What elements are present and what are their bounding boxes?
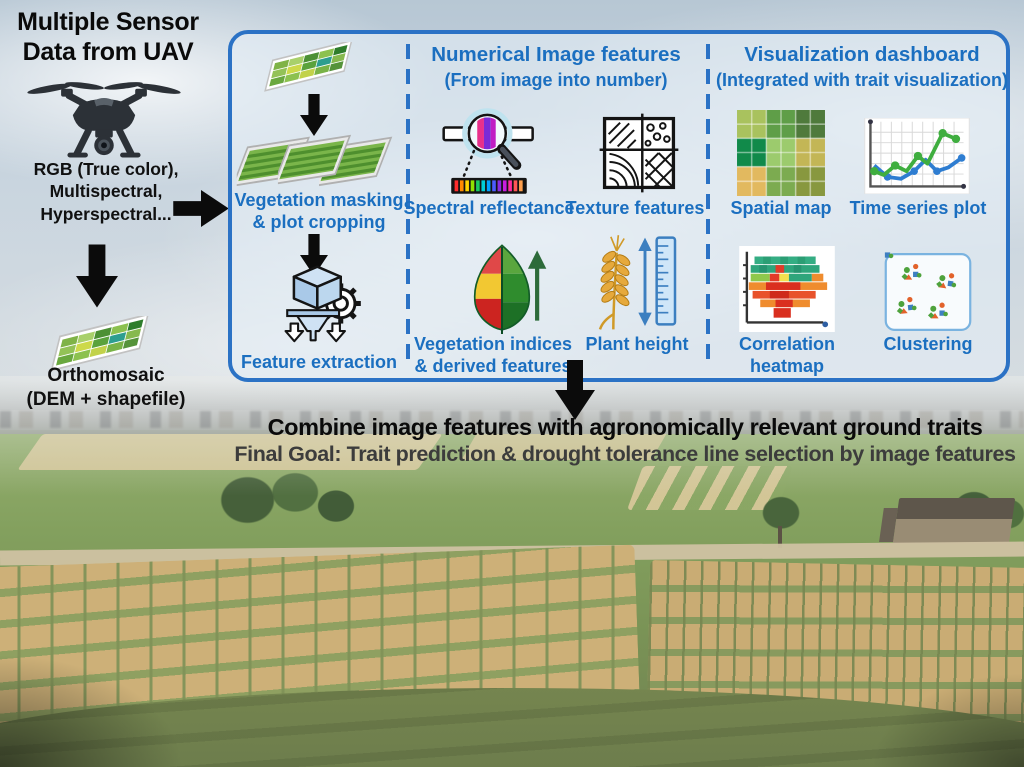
tree-middle: [742, 488, 820, 550]
arrow-down-icon: [552, 360, 598, 420]
time-series-plot-label: Time series plot: [849, 198, 987, 218]
numerical-features-subtitle: (From image into number): [444, 70, 668, 90]
clustering-label: Clustering: [883, 334, 973, 354]
correlation-heatmap-label: Correlation heatmap: [738, 334, 835, 376]
vegetation-masking-label: Vegetation masking & plot cropping: [234, 190, 404, 232]
column-divider: [706, 44, 710, 368]
vegetation-indices-label: Vegetation indices & derived features: [413, 334, 573, 376]
feature-extraction-icon: [262, 260, 376, 352]
sensor-types-label: RGB (True color), Multispectral, Hypersp…: [33, 159, 179, 224]
arrow-down-icon: [76, 240, 118, 312]
trees-left: [200, 462, 370, 538]
visualization-dashboard-subtitle: (Integrated with trait visualization): [715, 70, 1009, 90]
pipeline-box: Vegetation masking & plot cropping Featu…: [228, 30, 1010, 382]
final-goal-statement: Final Goal: Trait prediction & drought t…: [234, 442, 1016, 466]
spatial-map-icon: [737, 110, 825, 196]
column-divider: [406, 44, 410, 368]
orthomosaic-label: Orthomosaic (DEM + shapefile): [26, 365, 186, 411]
plot-tiles-icon: [236, 134, 404, 192]
figure-title: Multiple Sensor Data from UAV: [17, 8, 199, 66]
vegetation-indices-icon: [456, 240, 548, 336]
visualization-dashboard-title: Visualization dashboard: [744, 43, 980, 66]
spectral-reflectance-label: Spectral reflectance: [403, 198, 575, 218]
plant-height-icon: [580, 226, 680, 336]
arrow-down-icon: [298, 94, 330, 136]
time-series-plot-icon: [864, 118, 970, 194]
texture-features-label: Texture features: [565, 198, 705, 218]
feature-extraction-label: Feature extraction: [240, 352, 398, 372]
clustering-icon: [884, 252, 972, 332]
numerical-features-title: Numerical Image features: [431, 43, 681, 66]
combine-statement: Combine image features with agronomicall…: [267, 414, 983, 440]
spatial-map-label: Spatial map: [730, 198, 832, 218]
texture-features-icon: [598, 112, 680, 194]
farm-barn: [892, 498, 1016, 544]
uav-drone-icon: [26, 74, 182, 164]
arrow-right-icon: [172, 190, 230, 227]
correlation-heatmap-icon: [738, 246, 836, 332]
plant-height-label: Plant height: [585, 334, 689, 354]
spectral-reflectance-icon: [438, 104, 540, 198]
orthomosaic-small-icon: [262, 42, 366, 94]
